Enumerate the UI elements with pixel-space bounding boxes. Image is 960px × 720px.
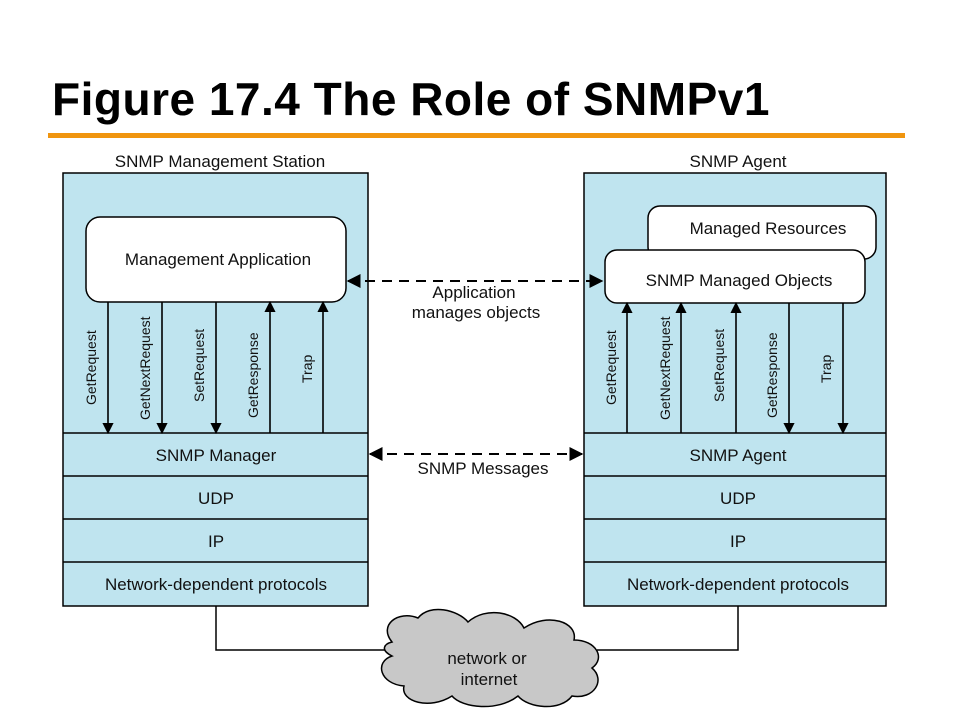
layer-network-dependent: Network-dependent protocols bbox=[105, 575, 327, 594]
agent-station: SNMP Agent Managed Resources SNMP Manage… bbox=[583, 152, 887, 607]
title-underline bbox=[48, 133, 905, 138]
management-station-header: SNMP Management Station bbox=[115, 152, 325, 171]
network-connection: network or internet bbox=[215, 606, 739, 708]
layer-ip: IP bbox=[730, 532, 746, 551]
application-label: Application bbox=[432, 283, 515, 302]
snmp-messages-label: SNMP Messages bbox=[417, 459, 548, 478]
manages-objects-label: manages objects bbox=[412, 303, 541, 322]
layer-snmp-agent: SNMP Agent bbox=[689, 446, 786, 465]
management-station: SNMP Management Station Management Appli… bbox=[62, 152, 369, 607]
layer-udp: UDP bbox=[198, 489, 234, 508]
pdu-label: GetNextRequest bbox=[657, 316, 673, 420]
management-application-label: Management Application bbox=[125, 250, 311, 269]
agent-station-header: SNMP Agent bbox=[689, 152, 786, 171]
pdu-label: SetRequest bbox=[191, 329, 207, 402]
pdu-label: GetRequest bbox=[83, 330, 99, 405]
pdu-label: GetNextRequest bbox=[137, 316, 153, 420]
snmp-managed-objects-label: SNMP Managed Objects bbox=[646, 271, 833, 290]
network-cloud bbox=[380, 608, 600, 708]
pdu-label: GetResponse bbox=[245, 332, 261, 418]
pdu-label: GetResponse bbox=[764, 332, 780, 418]
pdu-label: Trap bbox=[299, 355, 315, 383]
pdu-label: Trap bbox=[818, 355, 834, 383]
middle-connectors: Application manages objects SNMP Message… bbox=[346, 274, 604, 478]
internet-label: internet bbox=[461, 670, 518, 689]
layer-udp: UDP bbox=[720, 489, 756, 508]
managed-resources-label: Managed Resources bbox=[690, 219, 847, 238]
manager-network-link bbox=[215, 606, 392, 651]
pdu-label: GetRequest bbox=[603, 330, 619, 405]
agent-network-link bbox=[597, 606, 739, 651]
slide-title: Figure 17.4 The Role of SNMPv1 bbox=[52, 73, 770, 125]
network-label: network or bbox=[447, 649, 527, 668]
layer-network-dependent: Network-dependent protocols bbox=[627, 575, 849, 594]
pdu-label: SetRequest bbox=[711, 329, 727, 402]
layer-snmp-manager: SNMP Manager bbox=[156, 446, 277, 465]
layer-ip: IP bbox=[208, 532, 224, 551]
